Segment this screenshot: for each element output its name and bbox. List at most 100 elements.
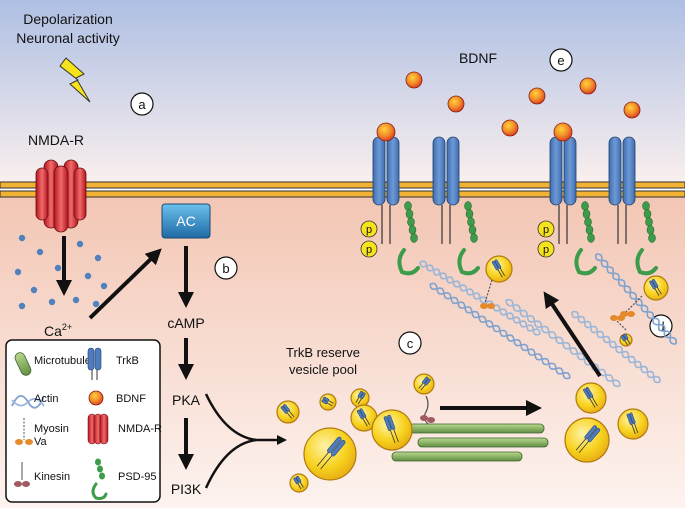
trkb-vesicle [485,255,513,283]
trkb-vesicle [289,473,309,493]
legend-label: Microtubule [34,355,91,367]
camp-label: cAMP [167,315,204,331]
calcium-ion-dot [92,300,100,308]
adenylyl-cyclase [161,203,211,239]
bdnf-icon [88,390,104,406]
svg-text:p: p [366,244,372,256]
pi3k-label: PI3K [171,481,202,497]
psd-95-icon [457,201,480,276]
bdnf-icon [376,122,396,142]
trkb-receptors [372,122,658,276]
bdnf-icon [447,95,465,113]
legend-label: TrkB [116,355,139,367]
panel-marker-b: b [214,256,238,280]
trkb-vesicle [617,408,649,440]
legend-item-microtubule: Microtubule [14,352,91,376]
calcium-ion-dot [54,264,62,272]
actin-strand [429,282,571,380]
ac-label: AC [176,213,195,229]
stimulus-label-line2: Neuronal activity [16,30,120,46]
phospho-icon: p [360,220,378,238]
calcium-ion-dot [100,282,108,290]
svg-text:b: b [222,261,229,276]
actin-strand [571,310,661,384]
bdnf-icon [579,77,597,95]
trkb-vesicle [303,427,357,481]
legend-item-psd-95: PSD-95 [91,458,157,500]
trkb-icon [87,347,102,380]
bdnf-icon [501,119,519,137]
bdnf-icon [623,101,641,119]
calcium-ion-dot [18,234,26,242]
svg-text:p: p [543,244,549,256]
legend-label: NMDA-R [118,423,162,435]
calcium-ion-dot [30,286,38,294]
kinesin-motor [420,395,435,425]
legend-label-line2: Va [34,436,48,448]
legend-label: Kinesin [34,471,70,483]
panel-marker-e: e [549,48,573,72]
myosin-va-icon [610,315,627,331]
arrow-ca-to-ac [88,248,162,320]
arrow-pka-to-vesicles [204,393,257,442]
trkb-receptor [372,122,400,244]
legend-label: BDNF [116,393,146,405]
psd-95-icon [574,201,597,276]
svg-text:e: e [557,53,564,68]
svg-text:p: p [543,224,549,236]
svg-text:p: p [366,224,372,236]
trkb-vesicle [413,373,435,395]
trkb-vesicle [575,382,607,414]
actin-strand [595,253,677,345]
calcium-ion-dot [84,272,92,280]
extracellular-space [0,0,685,186]
ca-label: Ca2+ [44,322,72,339]
legend-label: PSD-95 [118,471,157,483]
trkb-vesicle [643,275,669,301]
calcium-ion-dot [18,302,26,310]
trkb-vesicle [350,388,370,408]
legend-label: Myosin [34,423,69,435]
cell-membrane [0,181,685,198]
lightning-bolt-icon [59,57,91,103]
legend-item-kinesin: Kinesin [14,462,70,487]
actin-strand [419,260,541,336]
reserve-pool-label-line2: vesicle pool [289,362,357,377]
panel-marker-a: a [130,92,154,116]
calcium-ion-dot [76,240,84,248]
legend-item-bdnf: BDNF [88,390,146,406]
calcium-ion-dot [36,248,44,256]
trkb-vesicle [319,393,337,411]
stimulus-label-line1: Depolarization [23,11,113,27]
bdnf-icon [553,122,573,142]
trkb-vesicle [371,409,413,451]
legend-box [5,339,161,503]
calcium-ion-dot [94,254,102,262]
myosin-va-icon [15,418,33,445]
legend-label: Actin [34,393,58,405]
trkb-vesicle [564,417,610,463]
kinesin-icon [14,462,30,487]
nmda-r-label: NMDA-R [28,132,84,148]
reserve-pool-label-line1: TrkB reserve [286,345,360,360]
bdnf-title: BDNF [459,50,497,66]
trkb-vesicle [619,333,633,347]
phospho-icon: p [537,220,555,238]
nmda-r-icon [87,413,109,445]
panel-marker-c: c [398,331,422,355]
trkb-receptor [432,136,460,244]
calcium-ions [14,234,108,310]
myosin-va-icon [480,279,495,309]
trkb-receptor [549,122,577,244]
legend-item-trkb: TrkB [87,347,139,380]
phospho-icon: p [537,240,555,258]
microtubule-icon [14,352,32,376]
legend-item-nmda-r: NMDA-R [87,413,162,445]
free-bdnf-molecules [405,71,641,137]
